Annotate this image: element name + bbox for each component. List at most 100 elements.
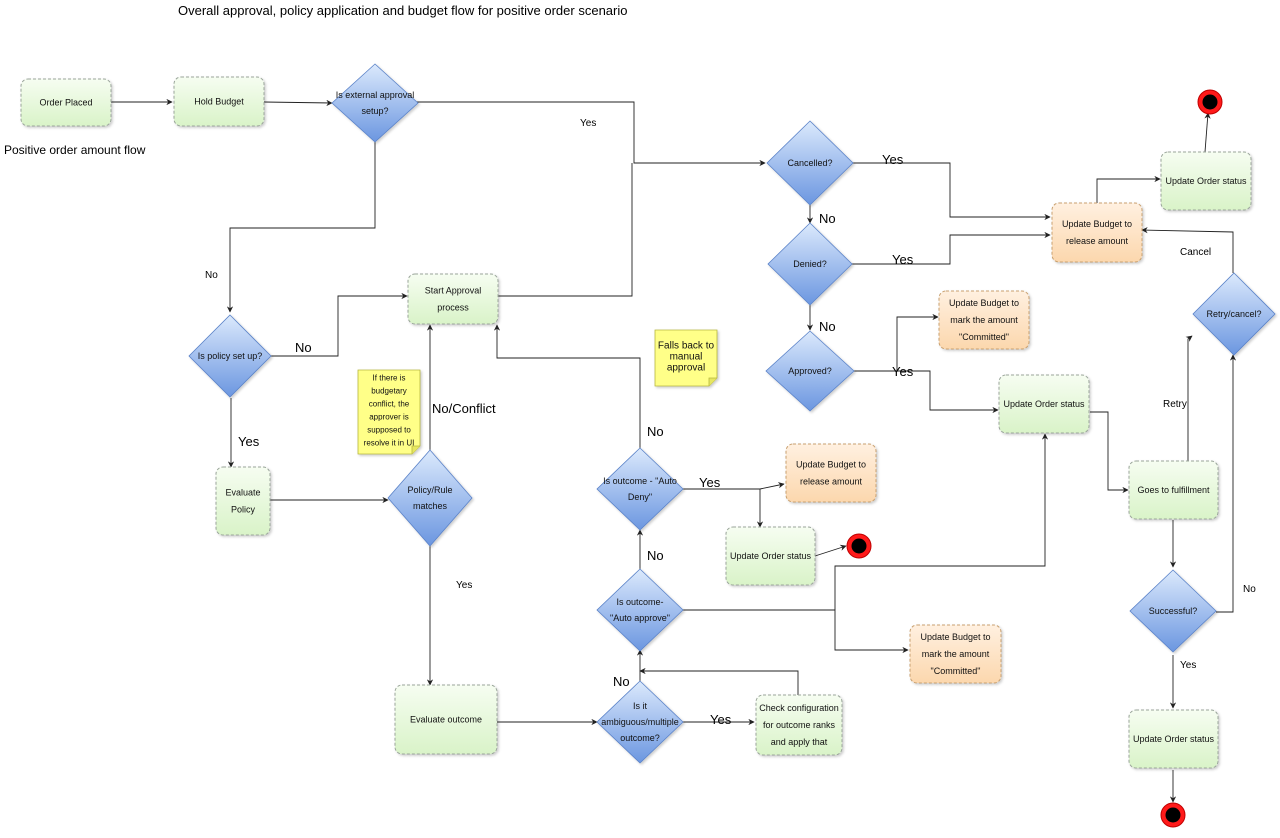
flow-side-label: Positive order amount flow (4, 143, 146, 157)
label-yes-ambiguous: Yes (710, 712, 732, 727)
edge-approved-yes-to-committed (852, 313, 939, 372)
edge-hold-to-external (263, 99, 333, 107)
label-yes-external: Yes (580, 118, 596, 129)
edge-retry-cancel-to-release (1141, 226, 1234, 273)
edge-retry-to-fulfillment (1185, 335, 1193, 461)
svg-text:Update Order status: Update Order status (1165, 176, 1247, 186)
order-placed-node: Order Placed (20, 78, 112, 127)
svg-text:Update Order status: Update Order status (1003, 399, 1085, 409)
order-status-mid-node: Update Order status (725, 526, 816, 586)
label-yes-rule: Yes (456, 580, 472, 591)
edge-approval-to-cancelled (497, 163, 633, 297)
edge-denied-yes-to-release (852, 231, 1051, 265)
edge-autoapprove-to-orderstatus (834, 433, 1049, 610)
svg-text:Cancelled?: Cancelled? (787, 158, 832, 168)
successful-decision: Successful? (1129, 569, 1217, 653)
svg-text:Goes to fulfillment: Goes to fulfillment (1137, 485, 1210, 495)
edge-autodeny-yes-to-release (682, 482, 785, 490)
svg-text:Is outcome-"Auto approve": Is outcome-"Auto approve" (610, 597, 670, 623)
label-no-successful: No (1243, 584, 1256, 595)
end-terminal-bottom (1160, 802, 1186, 828)
edge-autodeny-no-to-approval (493, 324, 641, 448)
edge-external-yes-to-cancelled (415, 101, 766, 167)
hold-budget-node: Hold Budget (173, 76, 265, 127)
edge-external-no-to-policy (226, 142, 376, 313)
page-title: Overall approval, policy application and… (178, 3, 628, 18)
label-no-autoapprove: No (647, 548, 664, 563)
end-terminal-top (1197, 89, 1223, 115)
svg-text:Successful?: Successful? (1149, 606, 1198, 616)
auto-approve-decision: Is outcome-"Auto approve" (596, 568, 684, 652)
label-yes-approved: Yes (892, 364, 914, 379)
label-no-denied: No (819, 319, 836, 334)
order-status-right-node: Update Order status (998, 374, 1090, 434)
approved-decision: Approved? (765, 330, 855, 412)
edge-orderstatus-to-fulfillment (1090, 411, 1129, 494)
svg-text:Approved?: Approved? (788, 366, 832, 376)
svg-text:Order Placed: Order Placed (39, 98, 92, 108)
svg-text:Update Order status: Update Order status (1133, 734, 1215, 744)
label-no-ambiguous: No (613, 674, 630, 689)
svg-text:Hold Budget: Hold Budget (194, 97, 244, 107)
cancelled-decision: Cancelled? (766, 120, 854, 206)
edge-status-top-to-terminal (1204, 112, 1211, 153)
label-retry: Retry (1163, 399, 1187, 410)
edge-autoapprove-to-committed (682, 609, 909, 654)
svg-text:Is policy set up?: Is policy set up? (198, 351, 263, 361)
evaluate-outcome-node: Evaluate outcome (394, 684, 498, 755)
label-yes-cancelled: Yes (882, 152, 904, 167)
svg-text:Denied?: Denied? (793, 259, 827, 269)
label-yes-autodeny: Yes (699, 475, 721, 490)
order-status-bottom-node: Update Order status (1128, 709, 1219, 769)
label-no-conflict: No/Conflict (432, 401, 496, 416)
label-no-external: No (205, 270, 218, 281)
retry-cancel-decision: Retry/cancel? (1192, 272, 1276, 356)
fulfillment-node: Goes to fulfillment (1128, 460, 1219, 520)
svg-text:Update Order status: Update Order status (730, 551, 812, 561)
svg-text:Retry/cancel?: Retry/cancel? (1206, 309, 1261, 319)
policy-setup-decision: Is policy set up? (188, 314, 272, 398)
label-yes-successful: Yes (1180, 660, 1196, 671)
order-status-top-node: Update Order status (1160, 151, 1252, 211)
edge-orderstatus-to-terminal (814, 544, 847, 557)
svg-text:Evaluate outcome: Evaluate outcome (410, 715, 482, 725)
edge-cancelled-yes-to-release (852, 162, 1051, 221)
edge-policy-no-to-approval (270, 292, 408, 357)
edge-successful-no-to-retry (1216, 354, 1237, 613)
end-terminal-mid (846, 533, 872, 559)
label-cancel: Cancel (1180, 247, 1211, 258)
label-yes-denied: Yes (892, 252, 914, 267)
label-no-cancelled: No (819, 211, 836, 226)
denied-decision: Denied? (767, 222, 853, 306)
edge-approved-to-orderstatus (852, 370, 999, 414)
edge-release-to-status-top (1096, 175, 1161, 203)
edge-check-to-autoapprove (639, 667, 799, 695)
